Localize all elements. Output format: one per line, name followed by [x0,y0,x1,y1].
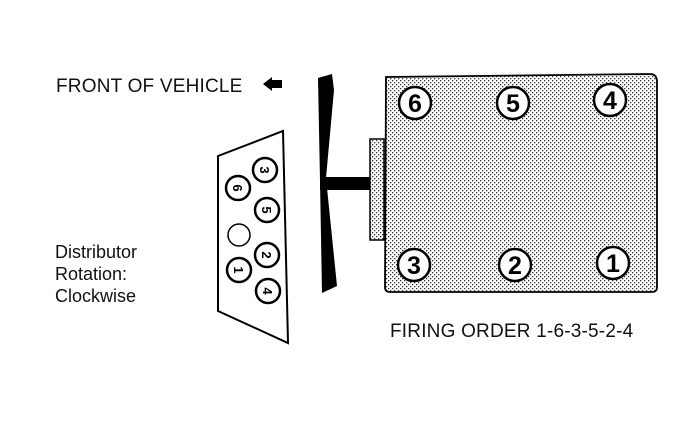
terminal-number: 4 [260,287,275,295]
cylinder-6: 6 [397,85,433,121]
front-arrow-icon [263,77,282,91]
cylinder-4: 4 [592,82,628,118]
firing-order-label: FIRING ORDER 1-6-3-5-2-4 [390,321,634,342]
distributor-terminal-5: 5 [253,196,281,224]
distributor-label-line1: Distributor [55,242,137,262]
distributor-label-line3: Clockwise [55,286,136,306]
terminal-number: 3 [257,166,272,173]
cylinder-number: 5 [506,90,520,118]
crankshaft [320,177,372,190]
crank-pulley [318,74,337,293]
terminal-number: 6 [230,184,245,191]
cylinder-2: 2 [497,247,533,283]
terminal-number: 2 [259,251,274,258]
distributor-label-line2: Rotation: [55,264,127,284]
distributor-terminal-4: 4 [254,277,282,305]
cylinder-3: 3 [396,247,432,283]
distributor-terminal-1: 1 [225,256,253,284]
terminal-number: 1 [231,266,246,273]
distributor-terminal-2: 2 [253,241,281,269]
cylinder-number: 3 [407,252,421,280]
cylinder-number: 2 [508,252,522,280]
cylinder-number: 6 [408,90,422,118]
cylinder-number: 4 [603,87,617,115]
cylinder-1: 1 [595,245,631,281]
cylinder-5: 5 [495,85,531,121]
engine-front-cover [369,138,385,241]
front-of-vehicle-label: FRONT OF VEHICLE [56,76,243,97]
distributor-terminal-3: 3 [251,156,279,184]
distributor-terminal-empty [227,223,251,247]
distributor-terminal-6: 6 [224,174,252,202]
engine-block [384,73,658,293]
cylinder-number: 1 [606,250,620,278]
terminal-number: 5 [259,206,274,213]
